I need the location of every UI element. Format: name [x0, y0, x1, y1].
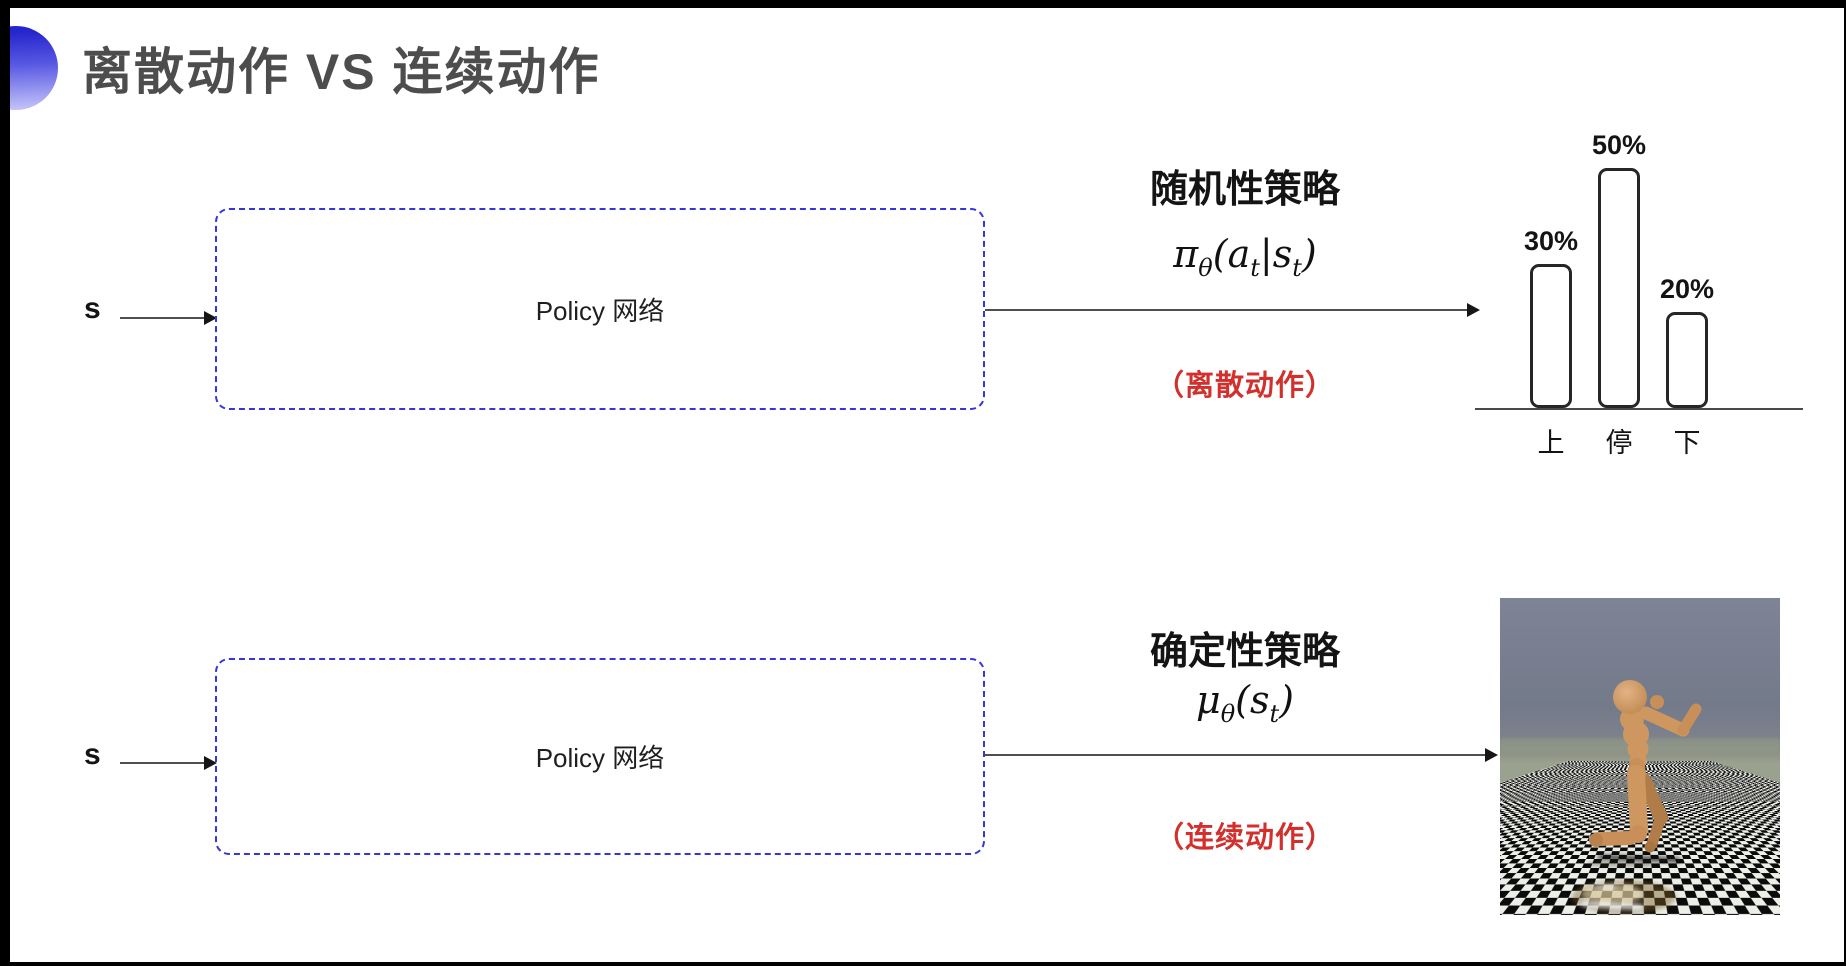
deterministic-policy-formula: μθ(st) [1050, 678, 1440, 728]
formula-glyph: s [1249, 678, 1270, 722]
formula-glyph: t [1250, 254, 1260, 282]
input-arrow-bottom [120, 756, 217, 770]
stochastic-policy-formula: πθ(at|st) [1050, 232, 1440, 282]
state-input-label-top: s [84, 292, 101, 325]
formula-glyph: t [1292, 254, 1302, 282]
policy-network-box-bottom: Policy 网络 [215, 658, 985, 855]
action-type-note-top: （离散动作） [1154, 370, 1335, 402]
title-accent-icon [10, 26, 58, 110]
bar [1598, 168, 1640, 408]
formula-glyph: θ [1198, 254, 1213, 282]
humanoid-figure [1572, 680, 1702, 914]
formula-glyph: s [1272, 232, 1293, 276]
output-arrow-top [985, 303, 1480, 317]
formula-glyph: θ [1220, 700, 1236, 728]
bar-value-label: 50% [1591, 130, 1647, 160]
arrowhead-icon [1485, 748, 1498, 762]
formula-glyph: ) [1279, 678, 1294, 722]
formula-glyph: t [1269, 700, 1280, 728]
policy-network-box-top: Policy 网络 [215, 208, 985, 410]
formula-glyph: ( [1235, 678, 1250, 722]
arrowhead-icon [1467, 303, 1480, 317]
policy-network-label: Policy 网络 [535, 295, 665, 326]
bar-column: 50% [1592, 130, 1646, 408]
bar-column: 20% [1660, 274, 1714, 408]
state-input-label-bottom: s [84, 738, 101, 771]
formula-glyph: a [1227, 232, 1251, 276]
policy-network-label: Policy 网络 [535, 743, 665, 773]
input-arrow-top [120, 311, 217, 325]
output-arrow-bottom [985, 748, 1498, 762]
formula-glyph: π [1173, 232, 1199, 276]
bar-column: 30% [1524, 226, 1578, 408]
bar-category-label: 停 [1605, 428, 1633, 458]
bar-category-label: 上 [1537, 428, 1565, 458]
bar-value-label: 20% [1659, 274, 1715, 304]
page-title: 离散动作 VS 连续动作 [82, 44, 601, 100]
bar [1666, 312, 1708, 408]
bar-chart-baseline [1475, 408, 1803, 410]
bar-value-label: 30% [1523, 226, 1579, 256]
bar [1530, 264, 1572, 408]
bar-category-label: 下 [1673, 428, 1701, 458]
slide: 离散动作 VS 连续动作 s Policy 网络 随机性策略 πθ(at|st)… [10, 8, 1844, 962]
bar-chart-categories: 上停下 [1530, 421, 1708, 460]
humanoid-simulation-image [1500, 598, 1780, 915]
policy-type-label-top: 随机性策略 [1149, 169, 1340, 211]
formula-glyph: ) [1301, 232, 1317, 276]
formula-glyph: ( [1212, 232, 1228, 276]
policy-type-label-bottom: 确定性策略 [1149, 631, 1340, 673]
bar-chart-bars: 30% 50% 20% [1524, 126, 1714, 408]
formula-glyph: | [1259, 232, 1273, 276]
action-type-note-bottom: （连续动作） [1154, 822, 1335, 854]
formula-glyph: μ [1196, 678, 1221, 722]
arrowhead-icon [204, 756, 217, 770]
arrowhead-icon [204, 311, 217, 325]
